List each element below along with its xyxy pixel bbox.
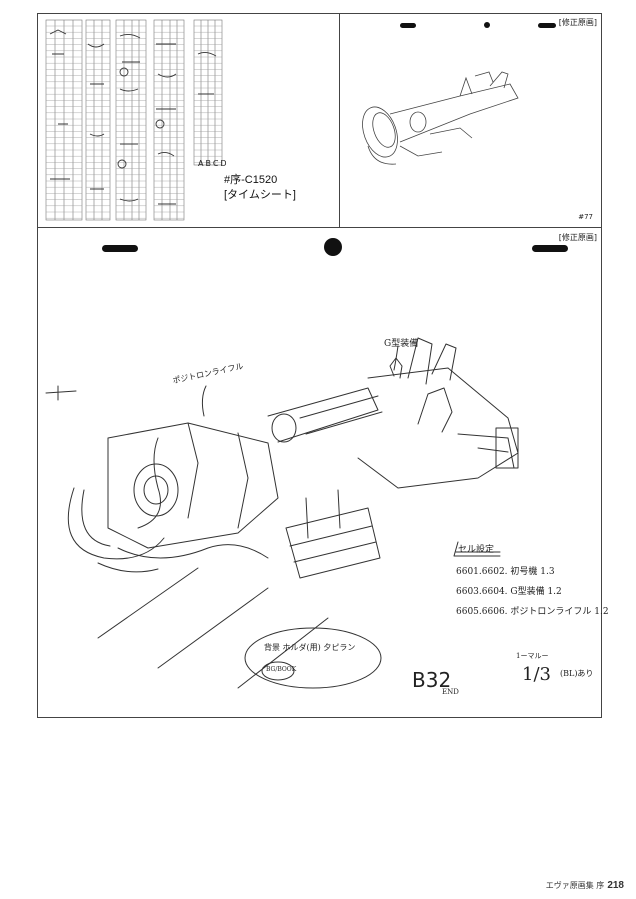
revision-label-main: [修正原画]	[558, 233, 597, 242]
page-number: 218	[607, 880, 624, 891]
background-memo-sub: BG/BOOK	[266, 666, 297, 673]
corner-note: #77	[578, 213, 593, 221]
timesheet-column-header: ABCD	[198, 159, 229, 168]
annotation-g-unit: G型装備	[384, 339, 419, 349]
timesheet-grid	[45, 19, 223, 221]
peg-hole-center	[324, 238, 342, 256]
suffix-note: (BL)あり	[560, 669, 594, 678]
peg-hole-left	[102, 245, 138, 252]
timesheet-caption: [タイムシート]	[224, 189, 296, 201]
book-title: エヴァ原画集 序	[545, 881, 605, 890]
peg-hole-right	[538, 23, 556, 28]
end-mark: B32	[412, 668, 452, 692]
cut-caption: #序-C1520	[224, 174, 278, 186]
revision-drawing-panel: [修正原画]	[37, 227, 609, 718]
cel-setting-line-1: 6601.6602. 初号機 1.3	[456, 567, 555, 577]
peg-hole-left	[400, 23, 416, 28]
background-memo: 背景 ホルダ(用) 夕ピラン	[264, 643, 356, 652]
frame-count: 1/3	[522, 664, 551, 685]
positron-rifle-drawing	[45, 337, 519, 689]
peg-hole-center	[484, 22, 490, 28]
cel-setting-line-2: 6603.6604. G型装備 1.2	[456, 587, 562, 597]
cel-setting-line-3: 6605.6606. ポジトロンライフル 1.2	[456, 607, 609, 617]
frame-count-top: 1ーマルー	[516, 652, 549, 660]
timesheet-panel: ABCD #序-C1520 [タイムシート]	[37, 13, 340, 228]
cel-setting-title: セル設定	[458, 545, 495, 555]
peg-hole-right	[532, 245, 568, 252]
rifle-thumbnail-sketch	[362, 71, 519, 165]
end-label: END	[442, 688, 459, 696]
revision-sketch-panel-small: [修正原画] #77	[339, 13, 602, 228]
revision-label-small: [修正原画]	[558, 18, 597, 27]
